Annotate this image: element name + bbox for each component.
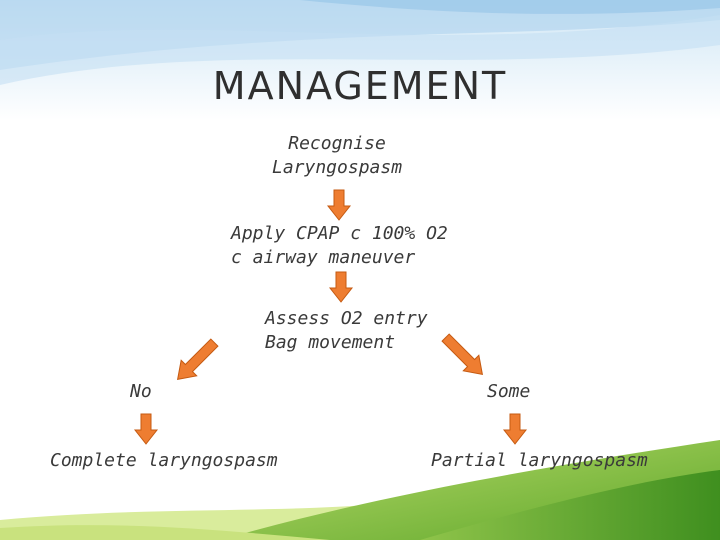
arrow-diagonal-left (176, 338, 219, 381)
node-assess-line-2: Bag movement (265, 332, 396, 353)
arrow-diagonal-right (441, 333, 484, 376)
node-recognise: Recognise Laryngospasm (272, 132, 402, 180)
node-apply-line-1: Apply CPAP c 100% O2 (231, 223, 448, 244)
node-complete-laryngospasm: Complete laryngospasm (50, 450, 278, 471)
label-some: Some (487, 381, 531, 402)
arrow-down-some (502, 413, 528, 445)
node-recognise-line-1: Recognise (288, 133, 386, 154)
page-title: MANAGEMENT (212, 64, 508, 108)
node-apply-line-2: c airway maneuver (231, 247, 416, 268)
node-partial-laryngospasm: Partial laryngospasm (431, 450, 648, 471)
label-no: No (130, 381, 152, 402)
arrow-down-2 (328, 271, 354, 303)
node-assess-line-1: Assess O2 entry (265, 308, 428, 329)
node-recognise-line-2: Laryngospasm (272, 157, 403, 178)
node-apply-cpap: Apply CPAP c 100% O2 c airway maneuver (231, 222, 448, 270)
arrow-down-no (133, 413, 159, 445)
node-assess: Assess O2 entry Bag movement (265, 307, 428, 355)
arrow-down-1 (326, 189, 352, 221)
